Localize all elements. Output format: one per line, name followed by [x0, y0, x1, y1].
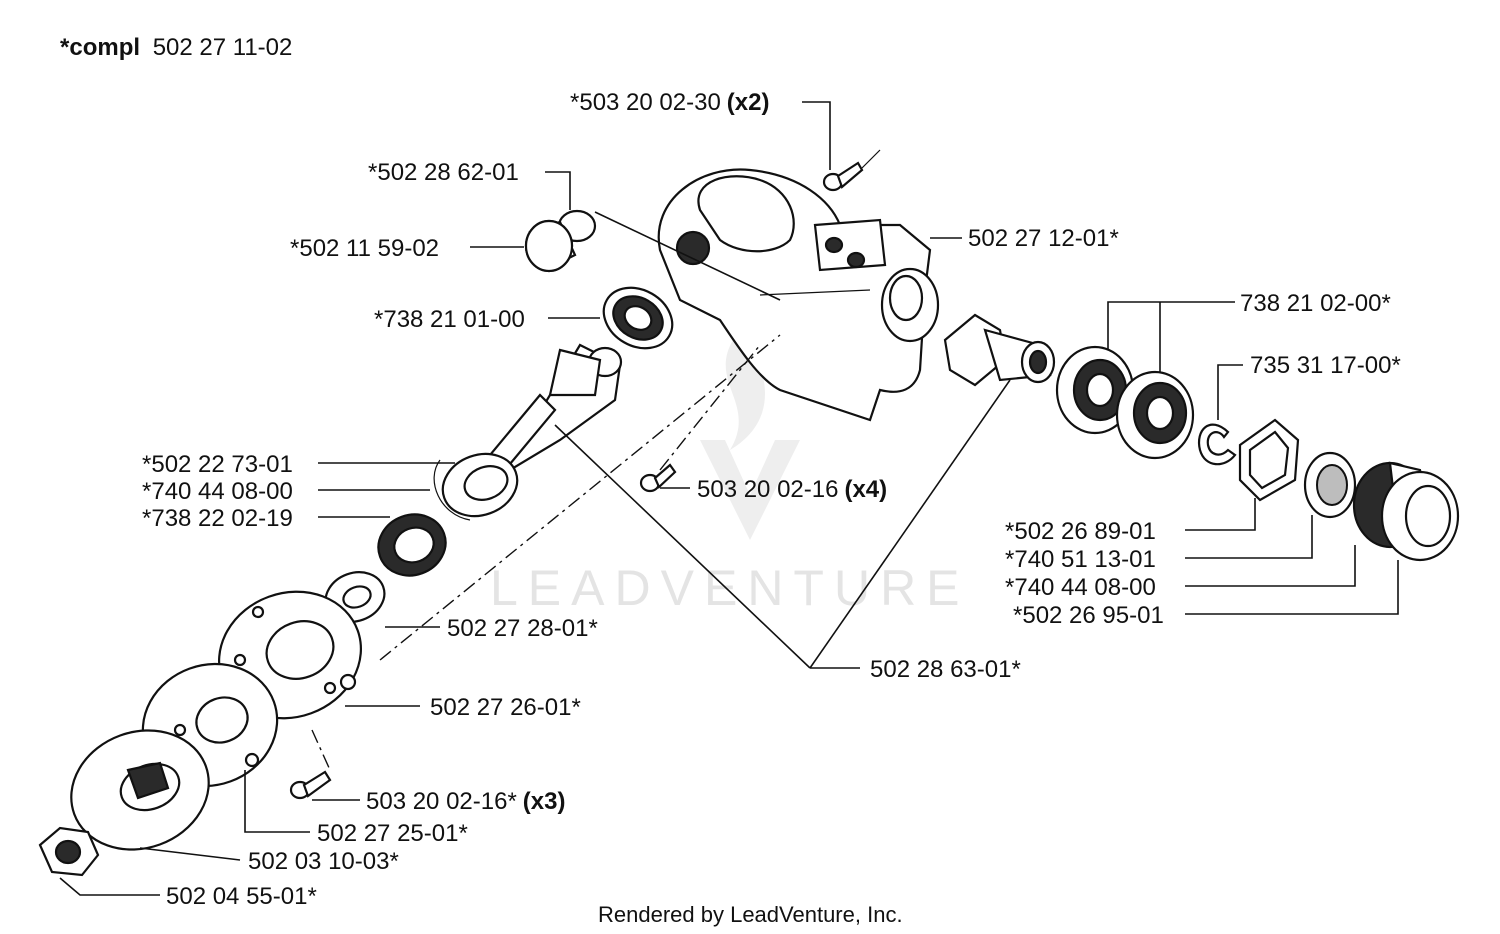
support-cup	[70, 729, 210, 851]
leader-lines	[59, 101, 1399, 896]
label-ring-left: *740 44 08-00	[142, 478, 293, 505]
spacer-ring	[433, 452, 519, 521]
bearing-lower	[377, 513, 447, 577]
bearings-right	[1055, 345, 1195, 460]
label-bearing-lower: *738 22 02-19	[142, 505, 293, 532]
plug-cap	[524, 209, 597, 273]
nut	[38, 826, 100, 877]
assembly-prefix: *compl	[60, 34, 140, 61]
label-support-cup: 502 03 10-03*	[248, 848, 399, 875]
screw-mid	[639, 463, 677, 493]
hex-nut-right	[1238, 418, 1300, 502]
label-housing: 502 27 12-01*	[968, 225, 1119, 252]
label-bearing-upper: *738 21 01-00	[374, 306, 525, 333]
sleeve	[1352, 461, 1460, 562]
axis-line-lower	[379, 334, 781, 661]
footer-credit: Rendered by LeadVenture, Inc.	[598, 902, 903, 927]
label-seal: *740 51 13-01	[1005, 546, 1156, 573]
label-screw-top: *503 20 02-30(x2)	[570, 89, 769, 116]
label-sleeve: *502 26 95-01	[1013, 602, 1164, 629]
label-screw-low: 503 20 02-16*(x3)	[366, 788, 565, 815]
label-drive-disc: 502 27 25-01*	[317, 820, 468, 847]
assembly-number-value: 502 27 11-02	[153, 34, 293, 61]
gear-housing	[657, 168, 940, 422]
circlip	[1197, 423, 1237, 466]
label-washer: 502 27 28-01*	[447, 615, 598, 642]
screw-low	[289, 770, 332, 800]
label-nut: 502 04 55-01*	[166, 883, 317, 910]
pinion-shaft	[486, 343, 623, 477]
assembly-number: *compl 502 27 11-02	[60, 34, 292, 61]
label-ring-right: *740 44 08-00	[1005, 574, 1156, 601]
label-plug-b: *502 11 59-02	[290, 235, 439, 262]
label-flange-cover: 502 27 26-01*	[430, 694, 581, 721]
axis-line-flange	[311, 729, 331, 771]
watermark-logo: LEADVENTURE	[490, 330, 970, 616]
label-circlip: 735 31 17-00*	[1250, 352, 1401, 379]
label-plug-a: *502 28 62-01	[368, 159, 519, 186]
seal	[1303, 451, 1357, 519]
bearing-upper	[602, 286, 674, 350]
label-screw-mid: 503 20 02-16(x4)	[697, 476, 887, 503]
label-nut-hex: *502 26 89-01	[1005, 518, 1156, 545]
watermark-text: LEADVENTURE	[490, 560, 970, 616]
bevel-gear	[943, 313, 1056, 387]
label-gear-set: 502 28 63-01*	[870, 656, 1021, 683]
label-bearings-right: 738 21 02-00*	[1240, 290, 1391, 317]
screw-top	[822, 149, 881, 192]
label-spacer: *502 22 73-01	[142, 451, 293, 478]
